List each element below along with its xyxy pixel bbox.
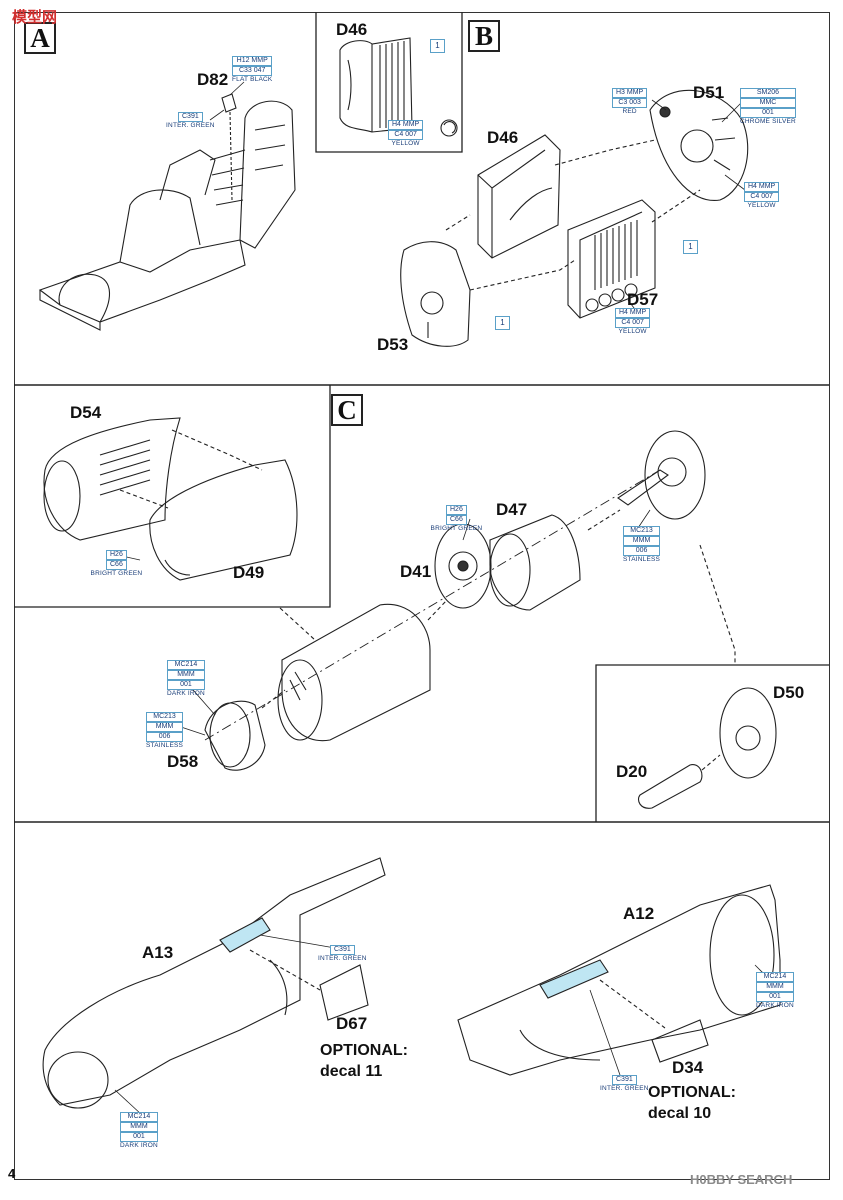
c-exhaust-drawing [204,430,736,771]
paint-callout-inter-green: C391 INTER. GREEN [166,112,215,129]
step-b-badge: B [468,20,500,52]
decal-reference: decal 11 [320,1063,383,1080]
paint-callout-dark-iron-a13: MC214 MMM 001 DARK IRON [120,1112,158,1149]
paint-callout-bright-green-d41: H26 C66 BRIGHT GREEN [430,505,483,532]
a13-fuselage-drawing [42,857,386,1109]
part-label-d57: D57 [627,290,659,309]
part-label-d47: D47 [496,500,528,519]
paint-callout-bright-green: H26 C66 BRIGHT GREEN [90,550,143,577]
part-label-d34: D34 [672,1058,704,1077]
part-label-d58: D58 [167,752,199,771]
optional-note-decal-10: OPTIONAL: decal 10 [648,1082,736,1124]
optional-label: OPTIONAL: [648,1084,736,1101]
part-label-d49: D49 [233,563,265,582]
d50-inset-drawing [637,687,777,809]
part-label-d50: D50 [773,683,805,702]
part-label-d67: D67 [336,1014,368,1033]
decal-ref-d46: 1 [430,39,445,53]
part-label-d53: D53 [377,335,409,354]
decal-ref-d57: 1 [683,240,698,254]
paint-callout-yellow-d46: H4 MMP C4 007 YELLOW [388,120,424,148]
watermark-bottom: H0BBY SEARCH [690,1172,793,1187]
a12-fuselage-drawing [457,884,781,1076]
paint-callout-yellow: H4 MMP C4 007 YELLOW [744,182,780,210]
page-frame [14,12,830,1180]
watermark-top: 模型网 [12,9,58,26]
optional-note-decal-11: OPTIONAL: decal 11 [320,1040,408,1082]
part-label-d54: D54 [70,403,102,422]
part-label-d51: D51 [693,83,725,102]
paint-callout-inter-green-a12: C391 INTER. GREEN [600,1075,649,1092]
paint-callout-inter-green-a13: C391 INTER. GREEN [318,945,367,962]
part-label-d41: D41 [400,562,432,581]
optional-label: OPTIONAL: [320,1042,408,1059]
part-label-d20: D20 [616,762,648,781]
part-label-a12: A12 [623,904,655,923]
page-number: 4 [8,1166,16,1181]
part-label-d82: D82 [197,70,229,89]
paint-callout-stainless-d58: MC213 MMM 006 STAINLESS [146,712,184,749]
b-assembly-drawing [400,89,749,347]
part-label-d46-top: D46 [336,20,368,39]
paint-callout-flat-black: H12 MMP C33 047 FLAT BLACK [232,56,273,83]
paint-callout-yellow-d57: H4 MMP C4 007 YELLOW [615,308,651,336]
decal-reference: decal 10 [648,1105,712,1122]
step-a-badge: A [24,22,56,54]
paint-callout-dark-iron: MC214 MMM 001 DARK IRON [167,660,205,697]
paint-callout-red: H3 MMP C3 003 RED [612,88,648,116]
cockpit-drawing [38,93,296,331]
part-label-d46: D46 [487,128,519,147]
part-label-a13: A13 [142,943,174,962]
c-inset-drawing [43,417,298,581]
step-c-badge: C [331,394,363,426]
paint-callout-chrome-silver: SM206 MMC 001 CHROME SILVER [740,88,796,125]
decal-ref-d53: 1 [495,316,510,330]
paint-callout-dark-iron-a12: MC214 MMM 001 DARK IRON [756,972,794,1009]
paint-callout-stainless: MC213 MMM 006 STAINLESS [623,526,661,563]
